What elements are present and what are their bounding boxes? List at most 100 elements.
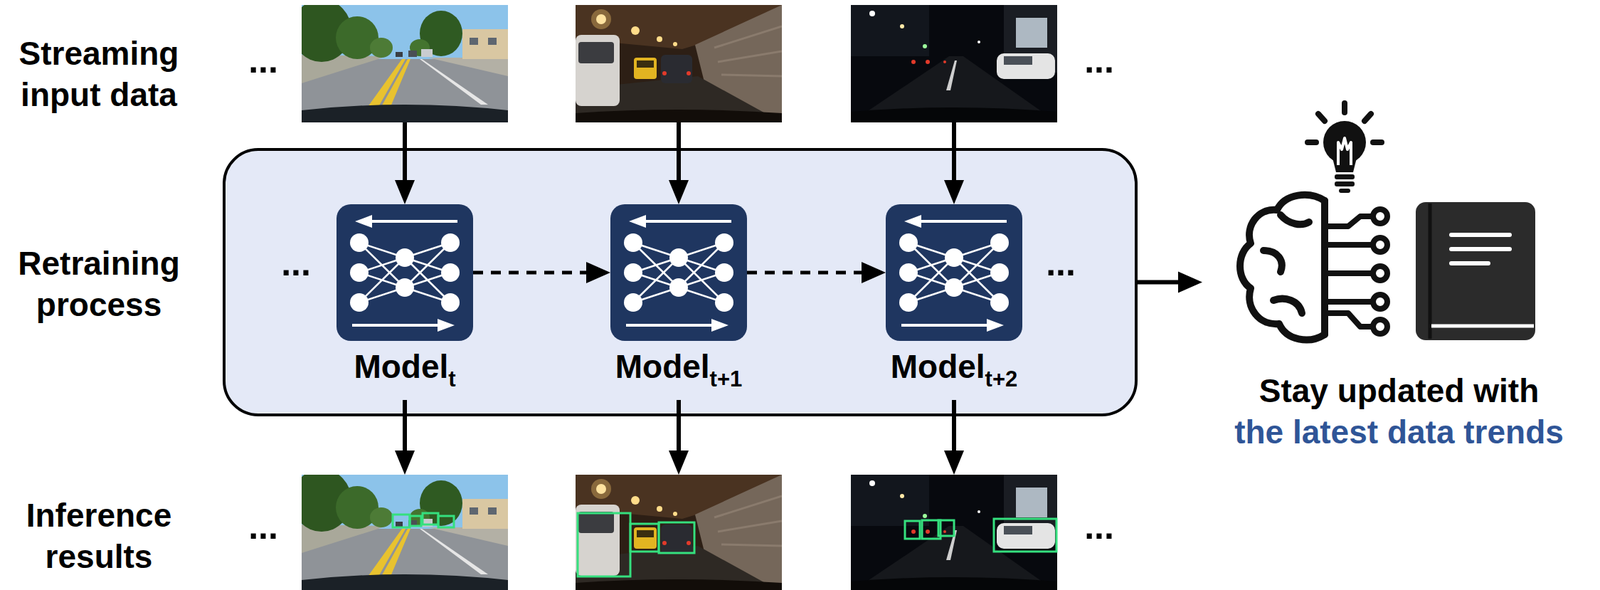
brain-icon	[1373, 237, 1388, 252]
brain-icon	[1324, 313, 1373, 327]
flow-arrows	[668, 179, 689, 205]
bulb-icon	[1307, 139, 1317, 146]
flow-arrows	[402, 122, 407, 184]
book-icon	[1451, 261, 1489, 266]
brain-icon	[1240, 194, 1325, 341]
arrow-head	[586, 261, 611, 284]
connector	[1137, 271, 1203, 294]
result-frames	[938, 520, 955, 536]
arrow-head	[1178, 271, 1203, 294]
input-frames	[291, 0, 1058, 123]
model-box: Modelt	[336, 204, 474, 341]
model-label: Modelt+2	[890, 346, 1019, 387]
result-frames	[904, 520, 920, 539]
network-icon	[336, 204, 474, 341]
result-frames	[291, 468, 1058, 590]
model-box: Modelt+2	[885, 204, 1023, 341]
bulb-icon	[1307, 103, 1382, 193]
brain-icon	[1263, 250, 1282, 272]
book-icon	[1415, 202, 1536, 341]
network-icon	[350, 214, 460, 332]
brain-icon	[1321, 200, 1329, 335]
brain-icon	[1273, 298, 1302, 314]
ellipsis: ...	[1045, 242, 1076, 284]
result-frames	[658, 522, 695, 553]
flow-arrows	[394, 122, 964, 475]
band-fill	[222, 147, 1138, 417]
result-frames	[291, 468, 508, 590]
book-icon	[1451, 234, 1510, 264]
bulb-icon	[1338, 138, 1352, 166]
result-frames	[575, 474, 782, 590]
bulb-icon	[1338, 188, 1351, 193]
brain-icon	[1324, 216, 1373, 227]
book-icon	[1451, 232, 1510, 237]
bulb-icon	[1334, 181, 1355, 187]
brain-icon	[1280, 214, 1310, 225]
brain-icon	[1324, 209, 1388, 334]
connector	[473, 261, 611, 284]
network-icon	[623, 214, 734, 332]
ellipsis: ...	[248, 505, 279, 548]
network-icon	[610, 204, 747, 341]
row-label: Inference results	[9, 494, 188, 577]
flow-arrows	[951, 399, 957, 454]
model-name: Model	[890, 347, 986, 385]
input-frames	[575, 4, 782, 123]
model-name: Model	[353, 347, 449, 385]
model-label: Modelt+1	[615, 346, 743, 387]
flow-arrows	[951, 122, 957, 184]
brain-icon	[1373, 294, 1388, 309]
result-frames	[850, 474, 1058, 590]
model-name: Model	[615, 347, 711, 385]
brain-icon	[1324, 298, 1373, 305]
brain-icon	[1324, 270, 1373, 277]
arrow-head	[861, 261, 886, 284]
brain-icon	[1324, 241, 1373, 248]
input-frames	[850, 4, 1058, 123]
ellipsis: ...	[1084, 39, 1115, 82]
flow-arrows	[944, 450, 964, 475]
knowledge-icon-box: Stay updated withthe latest data trends	[1202, 92, 1596, 460]
connector-line	[1137, 280, 1181, 285]
bulb-icon	[1334, 174, 1355, 180]
bulb-icon	[1364, 113, 1371, 121]
flow-arrows	[676, 122, 681, 184]
brain-icon	[1240, 194, 1388, 341]
result-frames	[438, 515, 454, 528]
book-icon	[1451, 246, 1510, 252]
bulb-icon	[1331, 155, 1358, 173]
model-subscript: t	[448, 366, 456, 392]
connector	[746, 261, 886, 284]
retraining-band: ......ModeltModelt+1Modelt+2	[222, 147, 1138, 417]
result-frames	[993, 518, 1057, 552]
model-subscript: t+2	[985, 366, 1019, 392]
connector-line	[746, 271, 865, 275]
bulb-icon	[1373, 139, 1382, 146]
network-icon	[885, 204, 1023, 341]
brain-icon	[1373, 266, 1388, 281]
bulb-icon	[1341, 103, 1348, 113]
row-label: Streaming input data	[9, 32, 188, 116]
row-label: Retraining process	[9, 242, 188, 326]
connector-line	[473, 271, 590, 275]
result-frames	[577, 512, 695, 577]
result-frames	[630, 523, 659, 552]
flow-arrows	[668, 450, 689, 475]
result-frames	[409, 515, 422, 526]
bulb-icon	[1323, 120, 1366, 164]
ellipsis: ...	[248, 39, 279, 82]
input-frames	[291, 0, 508, 123]
network-icon	[899, 214, 1009, 332]
result-frames	[577, 512, 631, 577]
result-frames	[904, 518, 1057, 552]
flow-arrows	[394, 179, 415, 205]
model-subscript: t+1	[710, 366, 743, 392]
result-frames	[392, 514, 410, 528]
flow-arrows	[394, 450, 415, 475]
bulb-icon	[1307, 103, 1382, 143]
bulb-icon	[1318, 113, 1325, 121]
